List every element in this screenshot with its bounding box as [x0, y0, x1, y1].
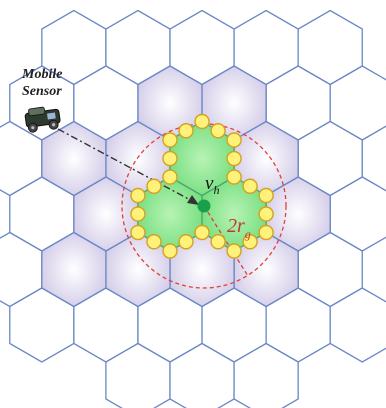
- hex-cell-surround: [41, 120, 107, 197]
- range-label: 2rg: [227, 215, 251, 241]
- boundary-node: [226, 132, 242, 148]
- boundary-node: [178, 234, 194, 250]
- boundary-node: [242, 234, 258, 250]
- boundary-nodes: [130, 113, 274, 259]
- sensor-path-line: [57, 128, 197, 204]
- hex-cell-surround: [41, 231, 107, 308]
- hex-cell: [233, 342, 299, 408]
- boundary-node: [242, 178, 258, 194]
- head-node: [197, 199, 211, 213]
- mobile-sensor: [24, 106, 61, 133]
- boundary-node: [210, 123, 226, 139]
- boundary-node: [130, 224, 146, 241]
- head-node-label: vh: [205, 173, 219, 197]
- boundary-node: [162, 150, 178, 167]
- boundary-node: [194, 224, 210, 241]
- boundary-node: [226, 150, 242, 167]
- boundary-node: [130, 187, 146, 204]
- mobile-sensor-robot-icon: [24, 106, 61, 133]
- boundary-node: [258, 224, 274, 241]
- boundary-node: [226, 243, 242, 259]
- boundary-node: [178, 123, 194, 139]
- boundary-node: [194, 113, 210, 130]
- sensor-label-line1: Mobile: [21, 67, 62, 82]
- sensor-label-line2: Sensor: [22, 84, 62, 99]
- boundary-node: [162, 243, 178, 259]
- boundary-node: [162, 169, 178, 185]
- hex-cells: [0, 9, 386, 408]
- boundary-node: [130, 206, 146, 222]
- hex-cell: [329, 287, 386, 363]
- path-arrowhead-icon: [187, 195, 199, 205]
- boundary-node: [146, 178, 162, 194]
- boundary-node: [162, 132, 178, 148]
- boundary-node: [258, 187, 274, 204]
- boundary-node: [210, 234, 226, 250]
- boundary-node: [258, 206, 274, 222]
- boundary-node: [146, 234, 162, 250]
- boundary-node: [226, 169, 242, 185]
